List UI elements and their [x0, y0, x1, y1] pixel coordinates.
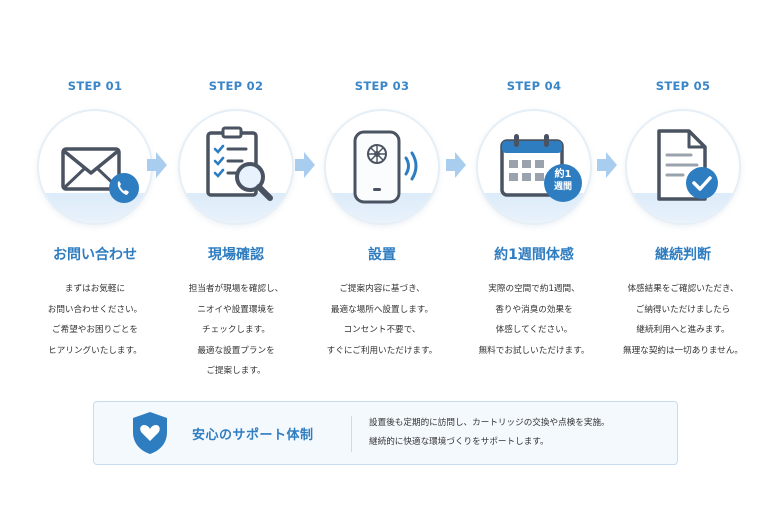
step-icon-circle: 約1 週間	[476, 109, 592, 225]
step-title: 現場確認	[208, 247, 264, 263]
step-1: STEP 01 お問い合わせ まずはお気軽に お問い合わせください。 ご希望やお…	[20, 0, 170, 361]
step-description: 体感結果をご確認いただき、 ご納得いただけましたら 継続利用へと進みます。 無理…	[622, 284, 744, 356]
steps-flow: STEP 01 お問い合わせ まずはお気軽に お問い合わせください。 ご希望やお…	[20, 0, 758, 382]
step-label: STEP 02	[208, 79, 264, 93]
step-label: STEP 01	[67, 79, 123, 93]
step-icon-circle	[625, 109, 741, 225]
step-label: STEP 03	[354, 79, 410, 93]
step-4: STEP 04 約1 週間 約1週間体感 実際の空間で約1週間、	[459, 0, 609, 361]
step-title: お問い合わせ	[53, 247, 137, 263]
step-5: STEP 05 継続判断 体感結果をご確認いただき、 ご納得いただけましたら 継…	[608, 0, 758, 361]
step-title: 継続判断	[655, 247, 711, 263]
step-description: まずはお気軽に お問い合わせください。 ご希望やお困りごとを ヒアリングいたしま…	[47, 284, 143, 356]
banner-text: 設置後も定期的に訪問し、カートリッジの交換や点検を実施。 継続的に快適な環境づく…	[369, 418, 610, 447]
arrow-right-icon	[295, 152, 315, 178]
step-label: STEP 04	[506, 79, 562, 93]
one-week-badge: 約1 週間	[553, 169, 572, 192]
device-wireless-icon	[353, 130, 418, 204]
step-icon-circle	[178, 109, 294, 225]
step-title: 約1週間体感	[494, 247, 574, 263]
step-label: STEP 05	[655, 79, 711, 93]
divider	[351, 416, 352, 452]
arrow-right-icon	[147, 152, 167, 178]
envelope-phone-icon	[61, 147, 139, 203]
arrow-right-icon	[597, 152, 617, 178]
step-description: ご提案内容に基づき、 最適な場所へ設置します。 コンセント不要で、 すぐにご利用…	[326, 284, 438, 356]
step-3: STEP 03 設置 ご提案内容に基づき、 最適な場所へ設置します。 コンセント…	[307, 0, 457, 361]
step-icon-circle	[324, 109, 440, 225]
step-2: STEP 02 現場確認 担当者が現場を確認し、 ニオイや設置環境を チェックし…	[161, 0, 311, 382]
document-check-icon	[657, 129, 718, 201]
step-description: 実際の空間で約1週間、 香りや消臭の効果を 体感してください。 無料でお試しいた…	[478, 284, 590, 356]
step-title: 設置	[368, 247, 396, 263]
banner-title: 安心のサポート体制	[192, 428, 314, 443]
shield-heart-icon	[133, 412, 167, 454]
step-icon-circle	[37, 109, 153, 225]
support-banner: 安心のサポート体制 設置後も定期的に訪問し、カートリッジの交換や点検を実施。 継…	[93, 401, 678, 465]
calendar-icon	[500, 134, 582, 202]
clipboard-magnifier-icon	[206, 126, 273, 201]
step-description: 担当者が現場を確認し、 ニオイや設置環境を チェックします。 最適な設置プランを…	[188, 284, 284, 376]
arrow-right-icon	[446, 152, 466, 178]
